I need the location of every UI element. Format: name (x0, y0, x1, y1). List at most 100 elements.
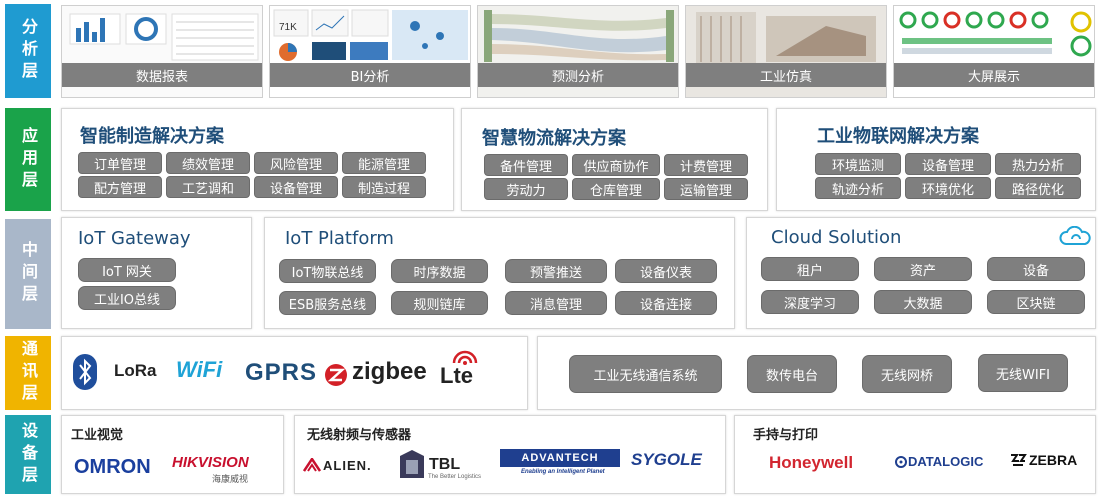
iot-platform-panel: IoT Platform IoT物联总线 时序数据 预警推送 设备仪表 ESB服… (264, 217, 735, 329)
solution-title: 智慧物流解决方案 (482, 128, 626, 149)
forecast-preview (484, 10, 674, 62)
zebra-logo: ZEBRA (1029, 452, 1078, 468)
hikvision-cn-logo: 海康威视 (212, 474, 249, 484)
handheld-print-panel: 手持与打印 Honeywell DATALOGIC ZEBRA (734, 415, 1096, 494)
rfid-sensor-panel: 无线射频与传感器 ALIEN. TBL The Better Logistics… (294, 415, 726, 494)
dashboard-preview (899, 11, 1092, 57)
lte-signal-icon (452, 350, 478, 365)
alien-logo: ALIEN. (323, 458, 372, 473)
thumb-label: 数据报表 (62, 63, 262, 87)
chip-industrial-io-bus[interactable]: 工业IO总线 (78, 286, 176, 310)
layer-label-communication: 通讯层 (5, 336, 51, 410)
omron-logo: OMRON (74, 456, 151, 478)
cloud-solution-panel: Cloud Solution 租户 资产 设备 深度学习 大数据 区块链 (746, 217, 1096, 329)
chip-path-optimization[interactable]: 路径优化 (995, 177, 1081, 199)
wifi-logo: WiFi (176, 357, 223, 382)
chip-esb-bus[interactable]: ESB服务总线 (279, 291, 376, 315)
hikvision-logo: HIKVISION (172, 454, 249, 471)
honeywell-logo: Honeywell (769, 453, 854, 472)
datalogic-icon (895, 456, 907, 468)
chip-rule-chain-library[interactable]: 规则链库 (391, 291, 488, 315)
chip-tenant[interactable]: 租户 (761, 257, 859, 281)
chip-device[interactable]: 设备 (987, 257, 1085, 281)
chip-iot-bus[interactable]: IoT物联总线 (279, 259, 376, 283)
layer-label-application: 应用层 (5, 108, 51, 211)
thumb-label: 预测分析 (478, 63, 678, 87)
vision-title: 工业视觉 (71, 428, 124, 443)
chip-transport-management[interactable]: 运输管理 (664, 178, 748, 200)
chip-equipment-management[interactable]: 设备管理 (905, 153, 991, 175)
chip-equipment-management[interactable]: 设备管理 (254, 176, 338, 198)
lora-logo: LoRa (114, 361, 157, 380)
thumb-data-report[interactable]: 数据报表 (61, 5, 263, 98)
chip-industrial-wireless[interactable]: 工业无线通信系统 (569, 355, 722, 393)
advantech-tagline: Enabling an Intelligent Planet (521, 469, 605, 475)
layer-label-device: 设备层 (5, 415, 51, 494)
simulation-preview (696, 12, 876, 64)
chip-message-management[interactable]: 消息管理 (505, 291, 607, 315)
chip-alert-push[interactable]: 预警推送 (505, 259, 607, 283)
chip-device-connection[interactable]: 设备连接 (615, 291, 717, 315)
solution-panel-smart-logistics: 智慧物流解决方案 备件管理 供应商协作 计费管理 劳动力 仓库管理 运输管理 (461, 108, 768, 211)
wireless-systems-panel: 工业无线通信系统 数传电台 无线网桥 无线WIFI (537, 336, 1096, 410)
chip-spare-parts-management[interactable]: 备件管理 (484, 154, 568, 176)
chip-environment-monitoring[interactable]: 环境监测 (815, 153, 901, 175)
handheld-title: 手持与打印 (753, 428, 819, 443)
thumb-forecast-analysis[interactable]: 预测分析 (477, 5, 679, 98)
thumb-label: 工业仿真 (686, 63, 886, 87)
chip-iot-gateway[interactable]: IoT 网关 (78, 258, 176, 282)
chip-trajectory-analysis[interactable]: 轨迹分析 (815, 177, 901, 199)
protocols-panel: LoRa WiFi GPRS zigbee Lte (61, 336, 528, 410)
thumb-label: BI分析 (270, 63, 470, 87)
chip-labor[interactable]: 劳动力 (484, 178, 568, 200)
chip-warehouse-management[interactable]: 仓库管理 (572, 178, 660, 200)
chip-wireless-bridge[interactable]: 无线网桥 (862, 355, 952, 393)
chip-device-dashboard[interactable]: 设备仪表 (615, 259, 717, 283)
chip-billing-management[interactable]: 计费管理 (664, 154, 748, 176)
layer-label-analysis: 分析层 (5, 4, 51, 98)
chip-process-blending[interactable]: 工艺调和 (166, 176, 250, 198)
tbl-tagline: The Better Logistics (428, 474, 482, 480)
zigbee-logo: zigbee (352, 358, 427, 385)
chip-radio-modem[interactable]: 数传电台 (747, 355, 837, 393)
layer-label-middle: 中间层 (5, 219, 51, 329)
solution-panel-smart-manufacturing: 智能制造解决方案 订单管理 绩效管理 风险管理 能源管理 配方管理 工艺调和 设… (61, 108, 454, 211)
bluetooth-icon (73, 354, 97, 390)
chip-recipe-management[interactable]: 配方管理 (78, 176, 162, 198)
tbl-icon (400, 450, 424, 478)
thumb-industrial-simulation[interactable]: 工业仿真 (685, 5, 887, 98)
advantech-logo: ADVANTECH (500, 449, 620, 467)
chip-time-series-data[interactable]: 时序数据 (391, 259, 488, 283)
thumb-big-screen[interactable]: 大屏展示 (893, 5, 1095, 98)
cloud-icon (1059, 226, 1091, 245)
tbl-logo: TBL (429, 456, 461, 473)
datalogic-logo: DATALOGIC (908, 454, 984, 469)
chip-manufacturing-process[interactable]: 制造过程 (342, 176, 426, 198)
iot-platform-title: IoT Platform (285, 228, 394, 249)
industrial-vision-panel: 工业视觉 OMRON HIKVISION 海康威视 (61, 415, 284, 494)
thumb-bi-analysis[interactable]: 71K BI分析 (269, 5, 471, 98)
lte-logo: Lte (440, 363, 473, 388)
chip-supplier-collaboration[interactable]: 供应商协作 (572, 154, 660, 176)
alien-icon (303, 458, 321, 472)
chip-big-data[interactable]: 大数据 (874, 290, 972, 314)
bi-kpi-value: 71K (279, 22, 297, 33)
chip-energy-management[interactable]: 能源管理 (342, 152, 426, 174)
rfid-title: 无线射频与传感器 (307, 428, 412, 443)
chip-performance-management[interactable]: 绩效管理 (166, 152, 250, 174)
chip-wireless-wifi[interactable]: 无线WIFI (978, 354, 1068, 392)
chip-deep-learning[interactable]: 深度学习 (761, 290, 859, 314)
chip-environment-optimization[interactable]: 环境优化 (905, 177, 991, 199)
report-preview (69, 13, 259, 61)
iot-gateway-panel: IoT Gateway IoT 网关 工业IO总线 (61, 217, 252, 329)
gprs-logo: GPRS (245, 359, 318, 386)
chip-blockchain[interactable]: 区块链 (987, 290, 1085, 314)
chip-order-management[interactable]: 订单管理 (78, 152, 162, 174)
chip-heat-analysis[interactable]: 热力分析 (995, 153, 1081, 175)
bi-preview (273, 9, 468, 61)
zebra-icon (1011, 454, 1027, 466)
chip-risk-management[interactable]: 风险管理 (254, 152, 338, 174)
chip-asset[interactable]: 资产 (874, 257, 972, 281)
thumb-label: 大屏展示 (894, 63, 1094, 87)
cloud-solution-title: Cloud Solution (771, 227, 902, 248)
